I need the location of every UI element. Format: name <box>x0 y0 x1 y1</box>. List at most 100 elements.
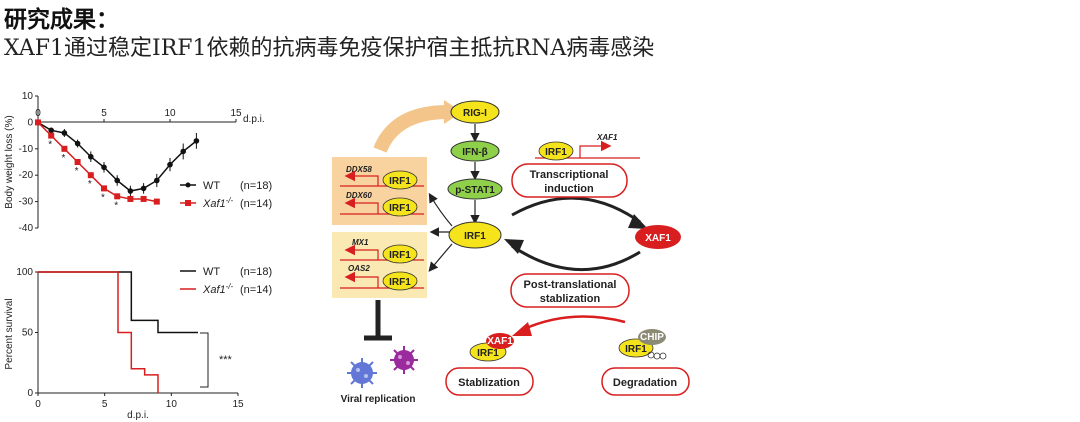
svg-text:IRF1: IRF1 <box>389 277 411 288</box>
legend: WT (n=18) Xaf1-/- (n=14) <box>180 180 272 210</box>
y-tick-label: 0 <box>27 117 33 128</box>
xaf1-gene-inset: XAF1 IRF1 <box>535 133 640 161</box>
irf1-bubble <box>538 141 574 161</box>
data-point <box>88 153 94 160</box>
data-point <box>140 185 147 192</box>
svg-text:IRF1: IRF1 <box>625 344 647 355</box>
irf1-bubble <box>382 244 418 264</box>
significance-bracket <box>200 332 209 388</box>
p-stat1-node <box>447 178 503 200</box>
svg-text:IRF1: IRF1 <box>389 203 411 214</box>
svg-text:Post-translational: Post-translational <box>524 279 617 291</box>
degradation-pill <box>601 367 690 396</box>
y-tick-label: -20 <box>19 170 34 181</box>
irf1-bubble <box>382 271 418 291</box>
survival-step-line <box>38 271 159 393</box>
significance-star: * <box>88 179 92 190</box>
page-subtitle: XAF1通过稳定IRF1依赖的抗病毒免疫保护宿主抵抗RNA病毒感染 <box>4 36 655 61</box>
mechanism-diagram: DDX58 IRF1 DDX60 IRF1 MX1 IRF1 OAS2 IRF1 <box>332 100 690 405</box>
xaf1-node <box>635 225 681 249</box>
y-tick-label: 10 <box>22 91 34 102</box>
data-point <box>61 130 68 136</box>
x-axis-label: d.p.i. <box>243 114 265 125</box>
y-tick-label: -40 <box>19 223 34 234</box>
ifn-b-node <box>450 140 500 162</box>
svg-text:CHIP: CHIP <box>640 332 664 343</box>
x-tick-label: 5 <box>101 108 107 119</box>
legend-wt: WT <box>203 266 220 278</box>
svg-text:Stablization: Stablization <box>458 377 520 389</box>
x-tick-label: 15 <box>232 399 244 410</box>
legend-n-ko: (n=14) <box>240 284 272 296</box>
svg-text:IRF1: IRF1 <box>389 250 411 261</box>
y-tick-label: 50 <box>22 328 34 339</box>
data-point <box>74 159 81 165</box>
legend-n-wt: (n=18) <box>240 180 272 192</box>
gene-row-ddx60: DDX60 IRF1 <box>340 191 424 217</box>
svg-text:MX1: MX1 <box>352 238 369 247</box>
svg-text:stablization: stablization <box>540 293 601 305</box>
legend-marker-wt <box>185 182 191 188</box>
data-point <box>48 127 54 134</box>
legend-ko: Xaf1-/- <box>202 282 234 296</box>
svg-text:DDX58: DDX58 <box>346 165 372 174</box>
y-tick-label: -10 <box>19 144 34 155</box>
svg-text:IRF1: IRF1 <box>477 348 499 359</box>
y-tick-label: -30 <box>19 197 34 208</box>
legend-marker-ko <box>185 200 191 206</box>
viral-replication-label: Viral replication <box>341 394 416 405</box>
data-point <box>74 140 81 147</box>
post-translational-pill <box>510 273 630 308</box>
data-point <box>61 145 68 152</box>
svg-text:induction: induction <box>544 183 594 195</box>
legend: WT (n=18) Xaf1-/- (n=14) <box>180 266 272 296</box>
svg-text:DDX60: DDX60 <box>346 191 372 200</box>
ifn-b-label: IFN-β <box>462 147 488 158</box>
virus-blue-icon <box>347 358 377 388</box>
stabilized-complex: IRF1 XAF1 <box>469 333 514 362</box>
significance-star: * <box>61 153 65 164</box>
x-tick-label: 10 <box>164 108 176 119</box>
page-title: 研究成果： <box>4 7 119 33</box>
significance-star: * <box>101 192 105 203</box>
transcriptional-induction-pill <box>511 163 628 198</box>
data-point <box>140 195 147 202</box>
stabilization-pill <box>445 367 534 396</box>
y-tick-label: 0 <box>27 388 33 399</box>
cycle-arrow-top <box>511 196 641 224</box>
svg-text:IRF1: IRF1 <box>545 147 567 158</box>
degradation-complex: IRF1 CHIP <box>618 329 667 360</box>
rig-i-node <box>450 100 500 124</box>
x-tick-label: 10 <box>166 399 178 410</box>
legend-n-ko: (n=14) <box>240 198 272 210</box>
data-point <box>101 164 107 171</box>
data-point <box>114 177 120 184</box>
ubiquitin-icon <box>659 352 667 360</box>
y-tick-label: 100 <box>16 267 33 278</box>
data-point <box>193 138 200 144</box>
cycle-arrow-bottom <box>511 244 641 272</box>
ubiquitin-icon <box>653 352 661 360</box>
significance-label: *** <box>219 354 233 366</box>
data-point <box>48 132 55 139</box>
significance-star: * <box>75 166 79 177</box>
data-point <box>87 172 94 179</box>
legend-n-wt: (n=18) <box>240 266 272 278</box>
svg-text:OAS2: OAS2 <box>348 264 370 273</box>
irf1-node <box>448 221 502 249</box>
significance-star: * <box>114 200 118 211</box>
svg-text:Transcriptional: Transcriptional <box>530 169 609 181</box>
data-point <box>180 148 186 155</box>
x-tick-label: 5 <box>102 399 108 410</box>
x-tick-label: 0 <box>35 108 41 119</box>
gene-row-ddx58: DDX58 IRF1 <box>340 165 424 190</box>
svg-text:IRF1: IRF1 <box>389 176 411 187</box>
ubiquitin-icon <box>647 351 655 359</box>
virus-purple-icon <box>390 346 418 374</box>
y-axis-label: Body weight loss (%) <box>4 115 15 208</box>
data-point <box>114 193 121 200</box>
x-axis-label: d.p.i. <box>127 410 149 421</box>
